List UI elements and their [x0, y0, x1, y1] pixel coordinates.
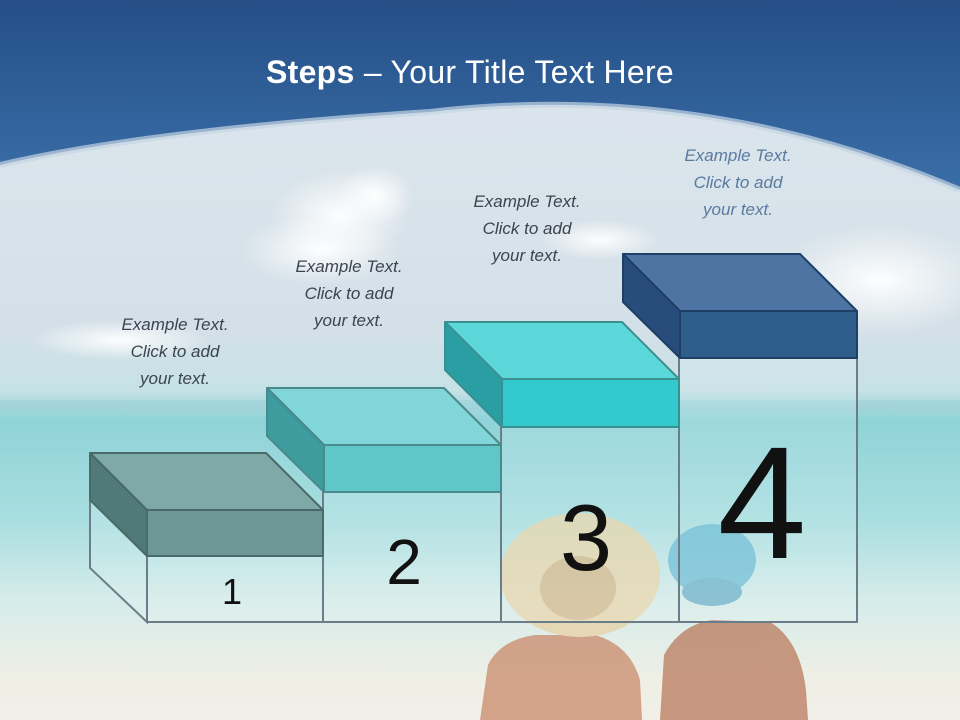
step-1-column	[146, 554, 324, 623]
caption-line: Click to add	[130, 342, 220, 361]
step-1-caption[interactable]: Example Text. Click to add your text.	[80, 311, 270, 392]
caption-line: Example Text.	[121, 315, 229, 334]
caption-line: your text.	[140, 369, 210, 388]
people-silhouette	[480, 513, 808, 720]
step-1-number: 1	[222, 571, 242, 612]
caption-line: Example Text.	[295, 257, 403, 276]
caption-line: your text.	[703, 200, 773, 219]
step-4-block[interactable]	[622, 253, 858, 359]
step-2-column	[322, 491, 502, 623]
title-rest: – Your Title Text Here	[354, 54, 675, 90]
caption-line: your text.	[314, 311, 384, 330]
step-1-block[interactable]	[89, 452, 324, 557]
step-4-column	[678, 357, 858, 623]
slide-title[interactable]: Steps – Your Title Text Here	[0, 54, 940, 91]
step-2-caption[interactable]: Example Text. Click to add your text.	[254, 253, 444, 334]
step-4-caption[interactable]: Example Text. Click to add your text.	[643, 142, 833, 223]
caption-line: your text.	[492, 246, 562, 265]
caption-line: Click to add	[304, 284, 394, 303]
step-3-block[interactable]	[444, 321, 680, 428]
caption-line: Click to add	[693, 173, 783, 192]
caption-line: Example Text.	[473, 192, 581, 211]
step-4-number: 4	[718, 413, 807, 592]
step-3-caption[interactable]: Example Text. Click to add your text.	[432, 188, 622, 269]
title-bold: Steps	[265, 54, 355, 90]
caption-line: Example Text.	[684, 146, 792, 165]
step-2-block[interactable]	[266, 387, 502, 493]
step-2-number: 2	[386, 526, 422, 598]
caption-line: Click to add	[482, 219, 572, 238]
step-3-number: 3	[560, 485, 612, 590]
